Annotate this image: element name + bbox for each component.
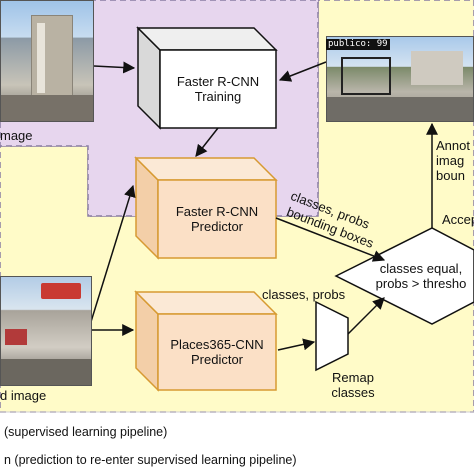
places-predictor-cube [134, 290, 278, 392]
remap-line2: classes [331, 385, 375, 400]
remap-line1: Remap [332, 370, 374, 385]
unlabeled-image-caption: d image [0, 388, 47, 403]
decision-line2: probs > thresho [375, 276, 467, 291]
frcnn-predictor-label: Faster R-CNN Predictor [158, 204, 276, 234]
decision-label: classes equal, probs > thresho [368, 261, 474, 291]
legend-line-1: (supervised learning pipeline) [4, 425, 168, 439]
detection-result-photo [326, 36, 474, 122]
arrows [89, 61, 438, 351]
annotation-line1: Annot [436, 138, 470, 153]
labeled-image-photo [0, 0, 94, 122]
places-predictor-label: Places365-CNN Predictor [158, 337, 276, 367]
accept-label: Accep [442, 212, 474, 227]
frcnn-predictor-line2: Predictor [190, 219, 244, 234]
places-output-label: classes, probs [262, 287, 346, 302]
places-predictor-line2: Predictor [190, 352, 244, 367]
unlabeled-image-photo [0, 276, 92, 386]
labeled-image-caption: mage [0, 128, 33, 143]
remap-label: Remap classes [318, 370, 388, 400]
annotation-label: Annot imag boun [436, 138, 470, 183]
frcnn-training-label: Faster R-CNN Training [160, 74, 276, 104]
frcnn-training-line1: Faster R-CNN [176, 74, 260, 89]
frcnn-predictor-line1: Faster R-CNN [175, 204, 259, 219]
frcnn-training-line2: Training [194, 89, 242, 104]
frcnn-predictor-cube [134, 156, 278, 260]
remap-shape [315, 300, 349, 372]
annotation-line3: boun [436, 168, 465, 183]
decision-line1: classes equal, [379, 261, 463, 276]
places-predictor-line1: Places365-CNN [170, 337, 264, 352]
legend-line-2: n (prediction to re-enter supervised lea… [4, 453, 297, 467]
decision-diamond [334, 227, 474, 325]
detection-tag: publico: 99 [326, 39, 390, 50]
annotation-line2: imag [436, 153, 465, 168]
